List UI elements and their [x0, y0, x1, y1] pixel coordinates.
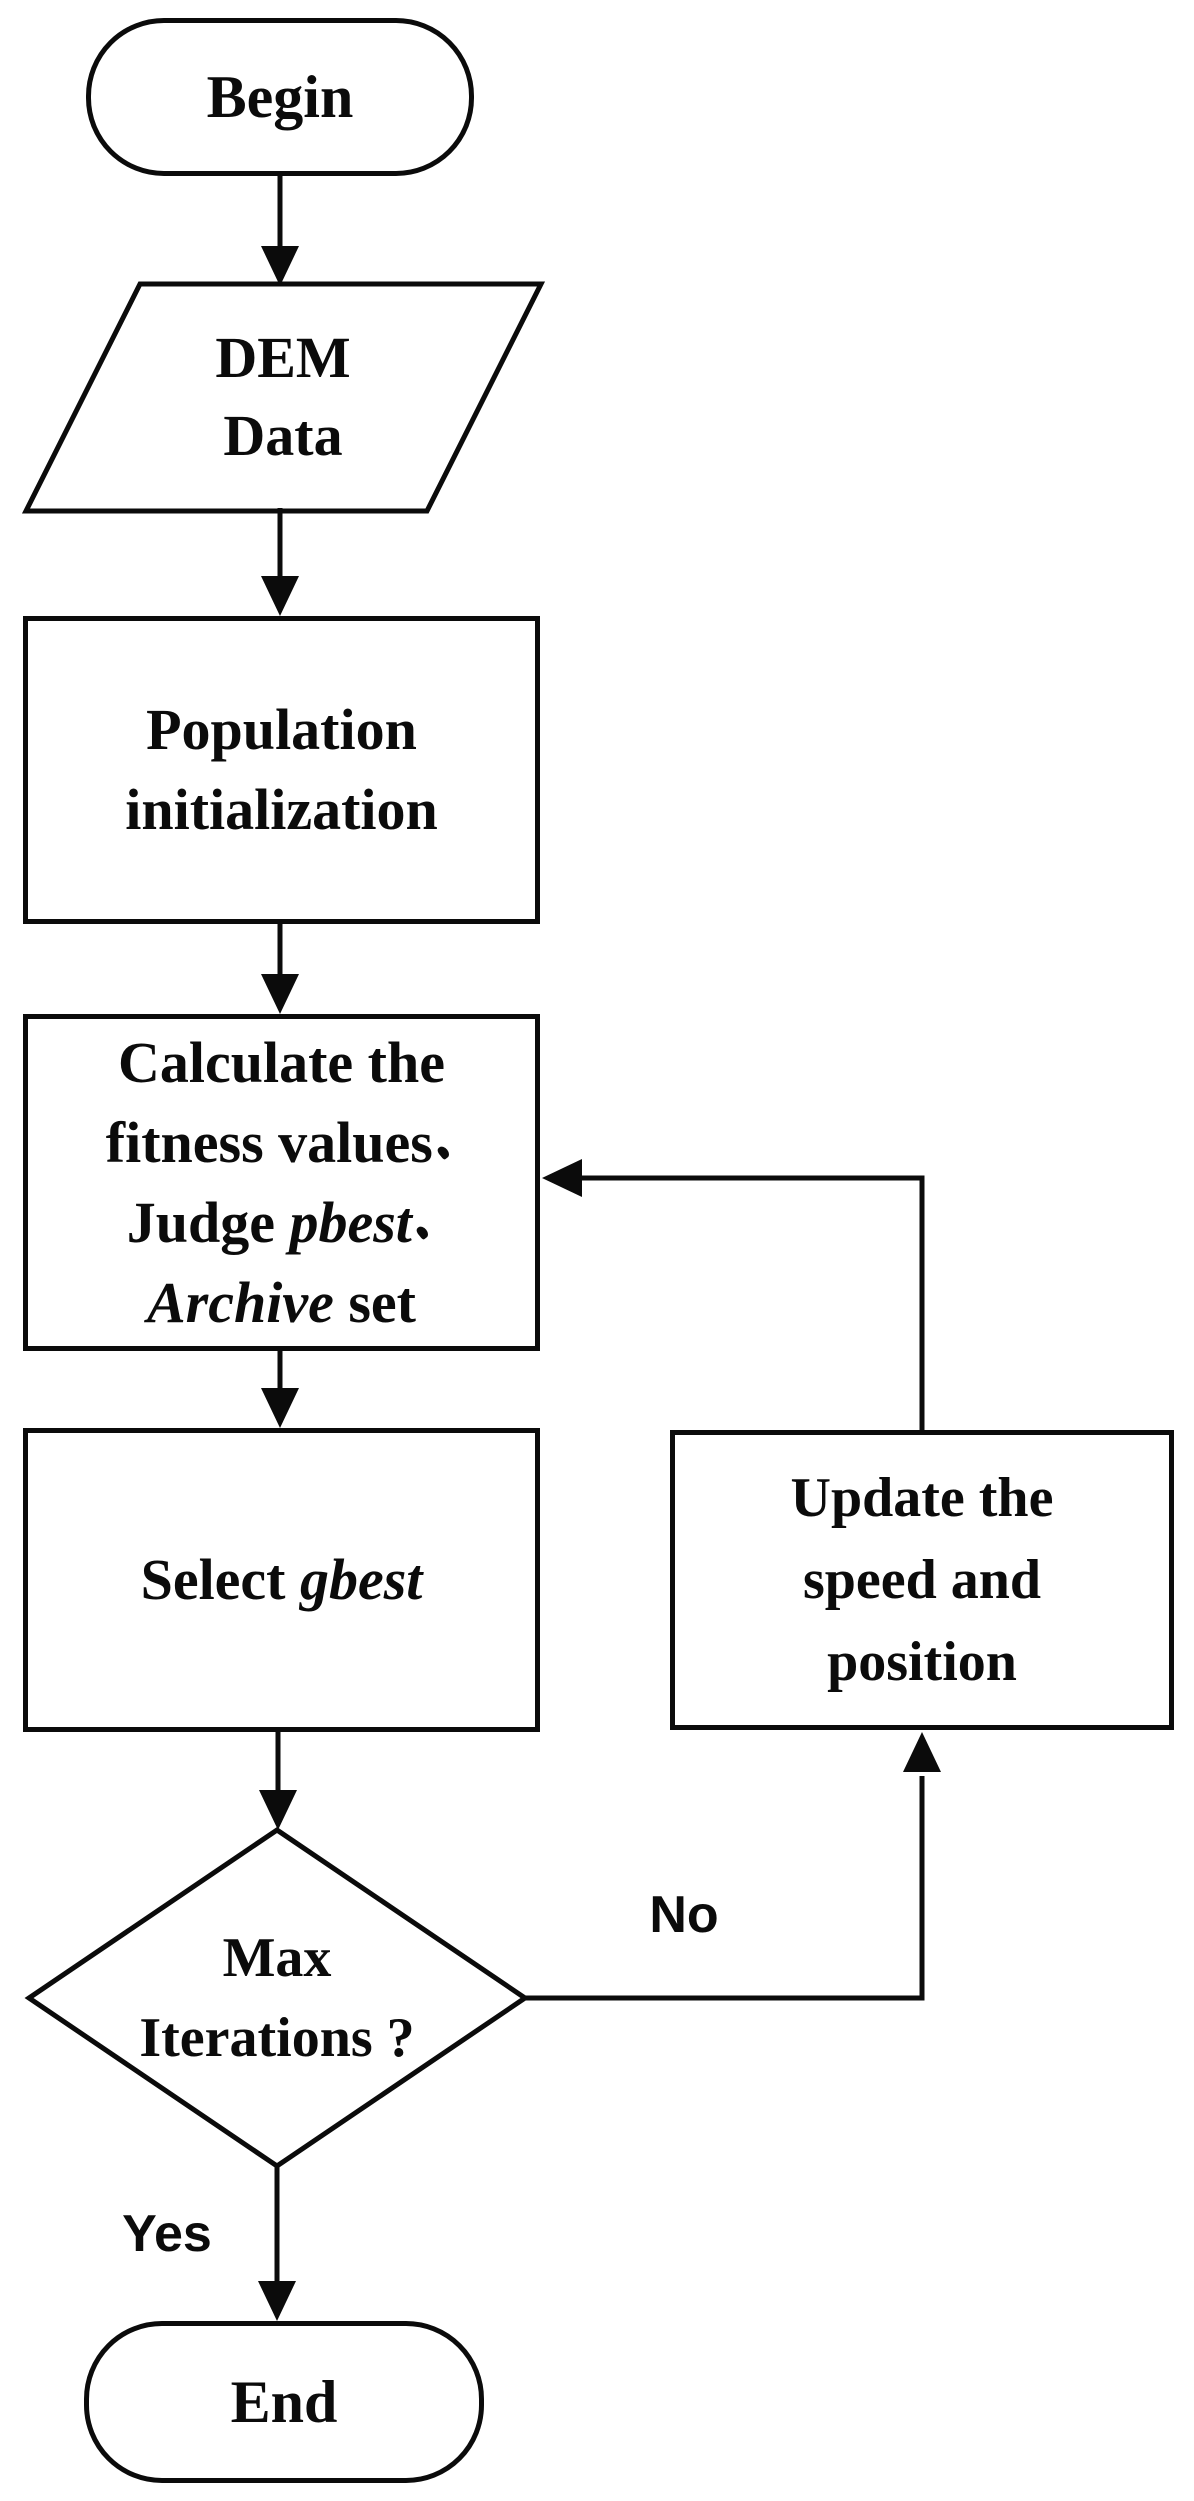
node-select-gbest: Select gbest [23, 1428, 540, 1732]
dem-line-1: DEM [215, 325, 351, 390]
end-label: End [230, 2369, 338, 2435]
calculate-line-4: Archive set [147, 1263, 416, 1343]
arrowhead-decision-to-end [258, 2281, 296, 2321]
calculate-line-1: Calculate the [118, 1029, 445, 1095]
node-population-initialization: Population initialization [23, 616, 540, 924]
calculate-line-2-text: fitness values [105, 1109, 433, 1175]
node-dem-data: DEM Data [43, 307, 523, 487]
ideographic-comma: 、 [412, 1195, 436, 1241]
update-line-2: speed and [802, 1549, 1042, 1611]
calculate-line-3: Judge pbest、 [127, 1183, 437, 1263]
feedback-update-to-calculate-connector [580, 1175, 925, 1430]
arrowhead-calculate-to-select [261, 1388, 299, 1428]
yes-branch-label: Yes [122, 2205, 212, 2263]
dem-line-2: Data [223, 403, 343, 468]
calculate-line-4-archive: Archive [147, 1269, 334, 1335]
select-line: Select gbest [141, 1551, 423, 1609]
arrowhead-feedback-to-calculate [542, 1159, 582, 1197]
ideographic-comma: 、 [433, 1115, 457, 1161]
begin-label: Begin [206, 64, 354, 130]
arrowhead-select-to-decision [259, 1790, 297, 1830]
calculate-line-3-pbest: pbest [289, 1189, 412, 1255]
arrowhead-begin-to-dem [261, 246, 299, 286]
calculate-line-4-suffix: set [333, 1269, 416, 1335]
arrowhead-dem-to-population [261, 576, 299, 616]
arrowhead-population-to-calculate [261, 974, 299, 1014]
no-branch-connector [525, 1776, 925, 2001]
population-line-2: initialization [125, 777, 438, 842]
node-max-iterations-decision: Max Iterations ? [57, 1918, 497, 2078]
node-end: End [84, 2321, 484, 2483]
no-branch-label: No [649, 1886, 719, 1944]
node-begin: Begin [86, 18, 474, 176]
decision-line-1: Max [222, 1927, 332, 1989]
node-calculate-fitness: Calculate the fitness values、 Judge pbes… [23, 1014, 540, 1351]
node-update-speed-position: Update the speed and position [670, 1430, 1174, 1730]
calculate-line-2: fitness values、 [106, 1103, 457, 1183]
arrowhead-no-branch-to-update [903, 1732, 941, 1772]
update-line-1: Update the [790, 1467, 1054, 1529]
select-prefix: Select [140, 1547, 300, 1612]
dem-data-parallelogram [21, 281, 546, 514]
calculate-line-3-prefix: Judge [126, 1189, 290, 1255]
population-line-1: Population [146, 697, 417, 762]
select-gbest: gbest [299, 1547, 423, 1612]
update-line-3: position [827, 1631, 1017, 1693]
decision-line-2: Iterations ? [139, 2007, 415, 2069]
